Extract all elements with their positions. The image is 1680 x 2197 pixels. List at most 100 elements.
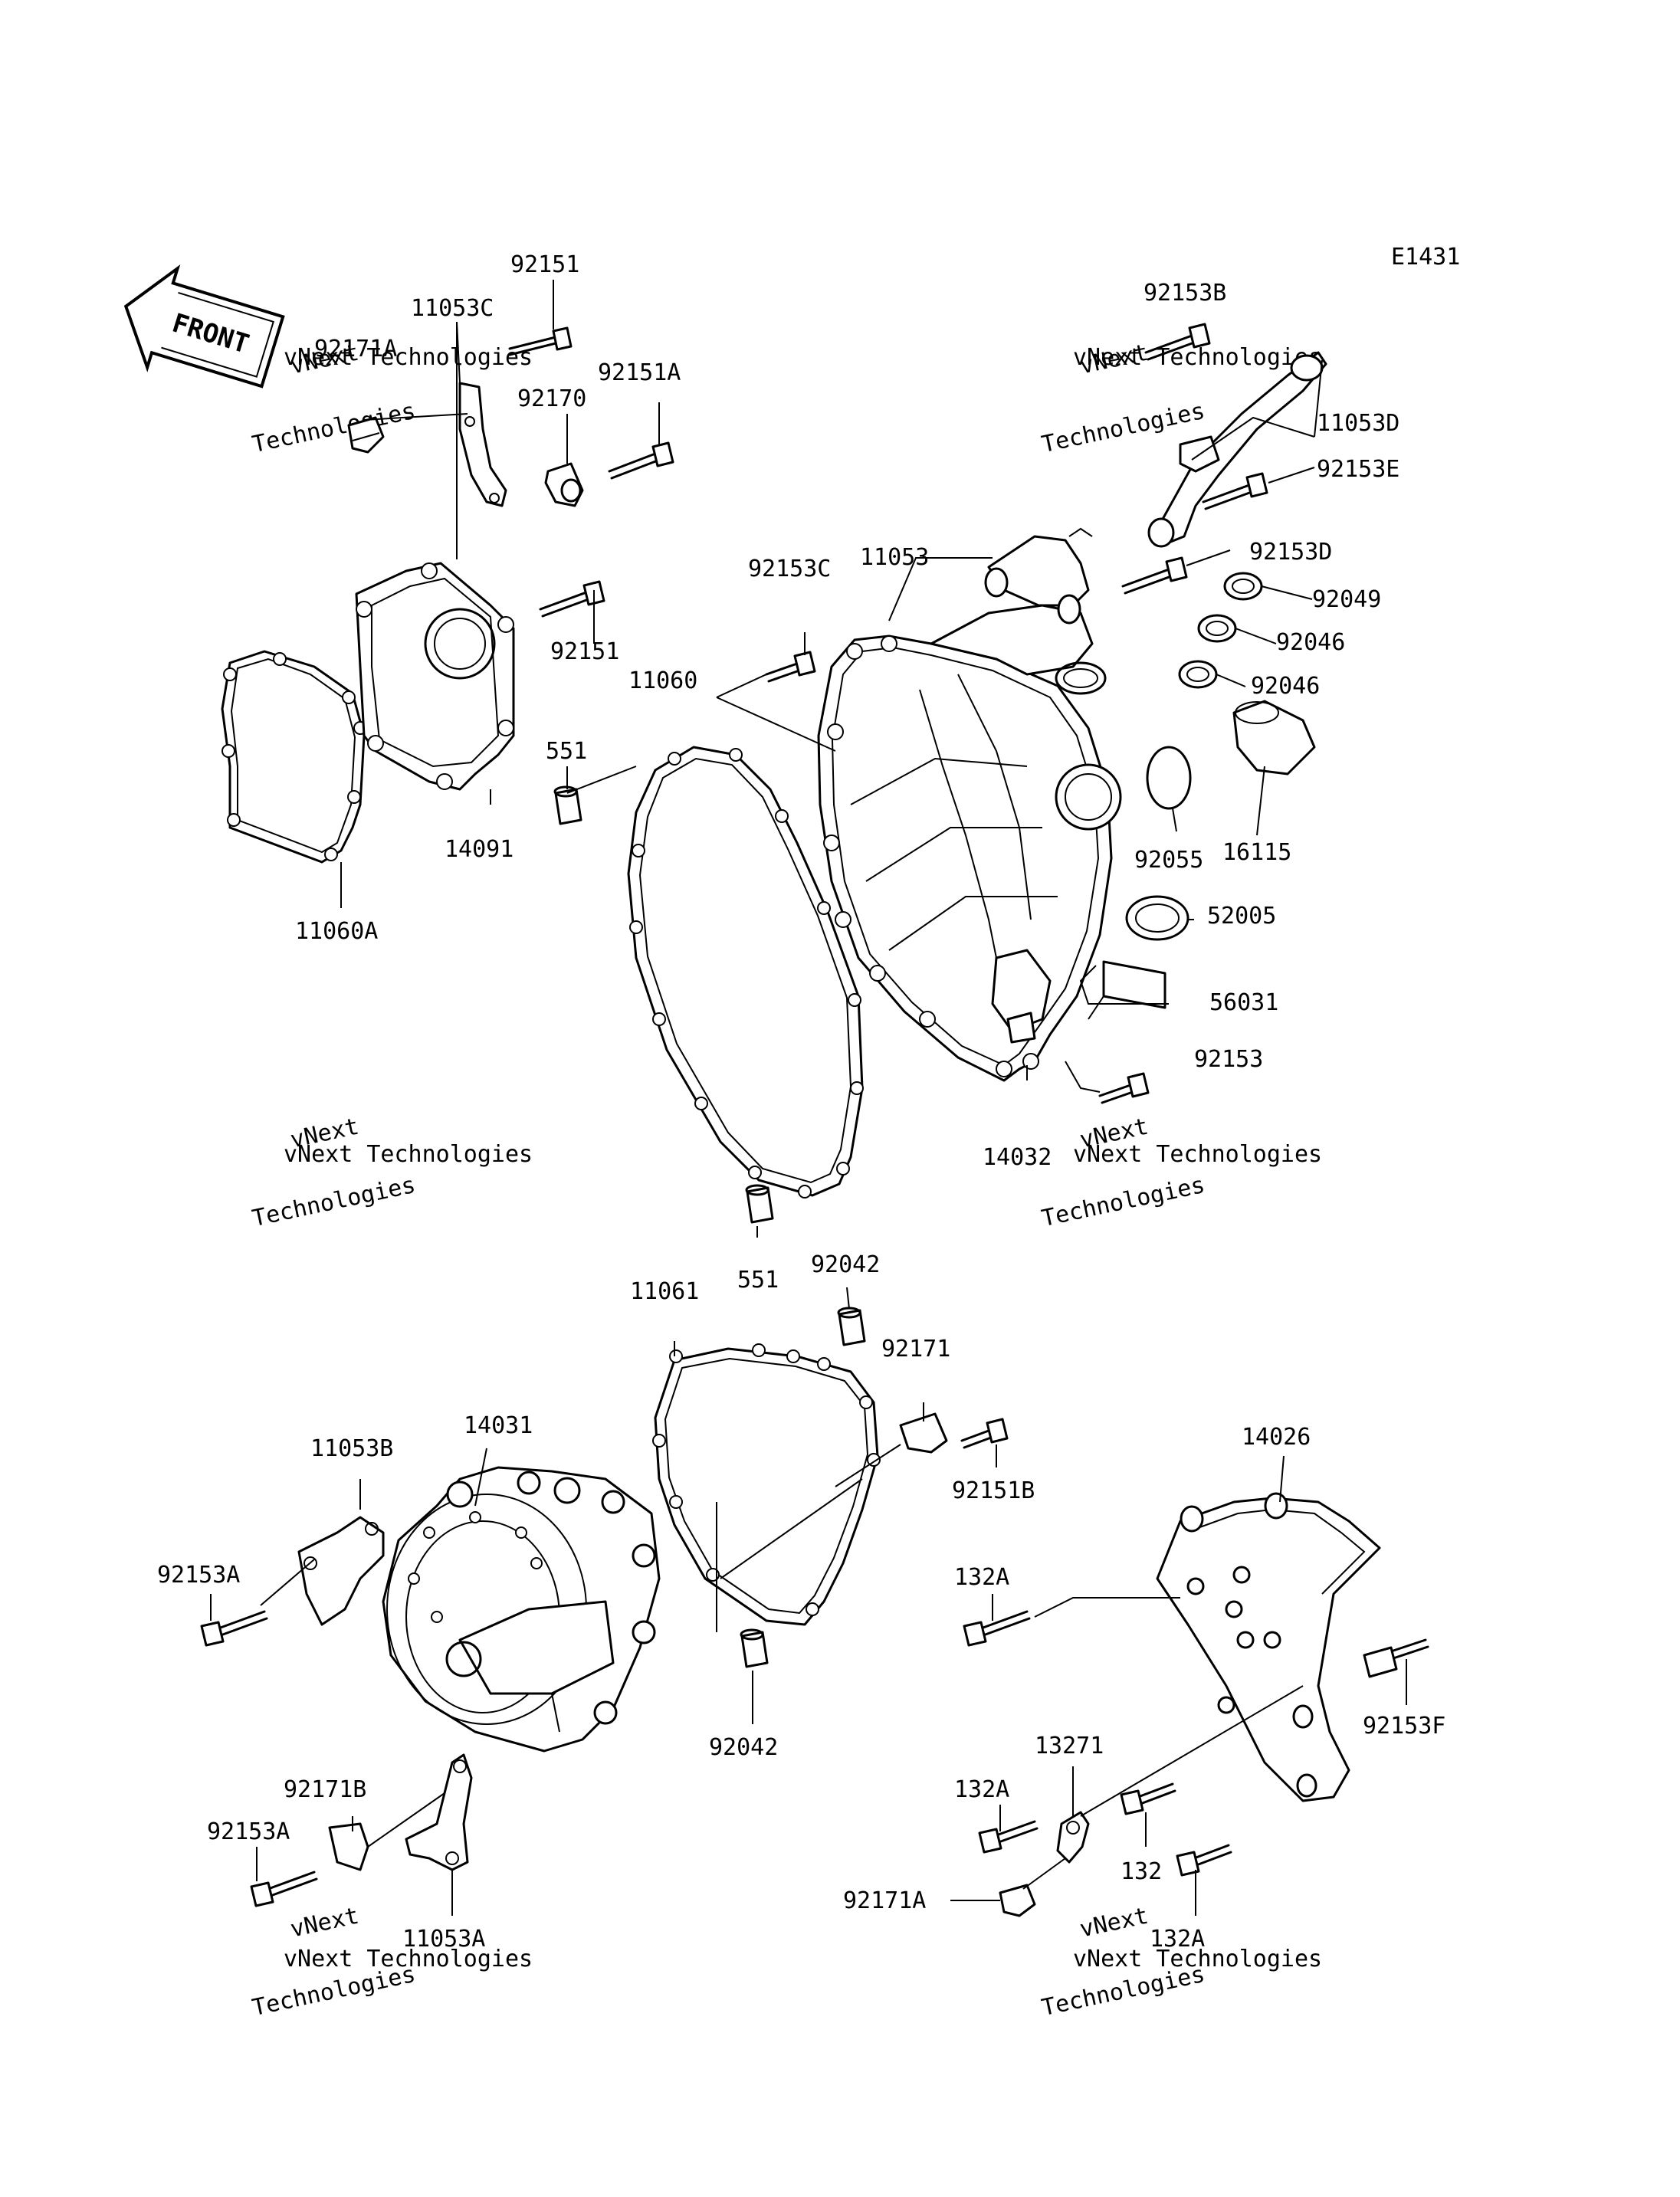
bolt-92153A-bottom (250, 1871, 318, 1907)
label-92151-top: 92151 (510, 251, 579, 278)
gasket-11060A (221, 650, 366, 864)
label-92153E: 92153E (1317, 456, 1399, 483)
figure-code: E1431 (1391, 244, 1460, 271)
svg-text:Technologies: Technologies (1039, 1172, 1207, 1232)
label-92170: 92170 (517, 385, 586, 412)
bolt-92151B (960, 1418, 1009, 1449)
label-92042-bottom: 92042 (709, 1734, 778, 1761)
bolt-92153 (1098, 1072, 1150, 1104)
label-132: 132 (1121, 1858, 1162, 1885)
label-92153C: 92153C (748, 556, 831, 582)
clutch-cover-14032 (817, 635, 1113, 1082)
label-92171A-top: 92171A (314, 336, 397, 362)
bracket-11053B (297, 1516, 385, 1626)
bolt-92153B (1144, 323, 1211, 361)
bolt-92151A (608, 441, 674, 480)
label-11060A: 11060A (295, 918, 378, 945)
front-arrow-icon: FRONT (123, 264, 285, 389)
label-11061: 11061 (630, 1278, 699, 1305)
cover-14091 (355, 562, 515, 791)
watermark-small-bottom-left: vNext Technologies (284, 1946, 533, 1972)
seal-92049 (1223, 572, 1263, 601)
dowel-551-bottom (745, 1184, 774, 1224)
label-92046-b: 92046 (1251, 673, 1320, 700)
svg-text:Technologies: Technologies (250, 1172, 418, 1232)
clip-92171 (899, 1412, 948, 1454)
label-551-bottom: 551 (737, 1267, 779, 1294)
label-13271: 13271 (1035, 1733, 1104, 1759)
label-11053: 11053 (860, 544, 929, 571)
watermark-small-mid-left: vNext Technologies (284, 1141, 533, 1168)
cap-16115 (1232, 700, 1316, 776)
cap-52005 (1125, 895, 1189, 941)
label-92153B: 92153B (1144, 280, 1226, 307)
plate-13271 (1056, 1811, 1090, 1864)
dowel-551-top (553, 785, 582, 825)
bolt-92153D (1121, 556, 1188, 595)
collar-92153F (1363, 1638, 1429, 1678)
bearing-92046-b (1178, 660, 1218, 689)
watermark-small-mid-right: vNext Technologies (1073, 1141, 1322, 1168)
label-92171A-bottom: 92171A (843, 1887, 926, 1914)
label-56031: 56031 (1209, 989, 1278, 1016)
label-16115: 16115 (1222, 839, 1291, 866)
clip-92171A-bottom (999, 1884, 1036, 1917)
label-92153D: 92153D (1249, 539, 1332, 566)
watermark-small-top-right: vNext Technologies (1073, 344, 1322, 371)
label-92151B: 92151B (952, 1477, 1035, 1504)
label-11053D: 11053D (1317, 410, 1399, 437)
label-14026: 14026 (1242, 1424, 1311, 1451)
bracket-11053C (458, 382, 507, 507)
clip-92171A-top (347, 416, 385, 454)
watermark-mid-left: vNext Technologies (250, 1113, 418, 1233)
clip-92171B (328, 1822, 369, 1871)
bolt-92153A-top (200, 1610, 268, 1647)
label-92171B: 92171B (284, 1776, 366, 1803)
label-11053B: 11053B (310, 1435, 393, 1462)
watermark-mid-right: vNext Technologies (1039, 1113, 1207, 1233)
label-92153F: 92153F (1363, 1713, 1445, 1740)
oring-92055 (1146, 746, 1192, 810)
bracket-11053A (405, 1753, 473, 1871)
leader-lines (210, 280, 1407, 1916)
bolt-132A-mid (978, 1820, 1039, 1854)
guard-14026 (1156, 1497, 1381, 1802)
bracket-11053D (1156, 351, 1327, 546)
label-92042-top: 92042 (811, 1251, 880, 1278)
label-92046-a: 92046 (1276, 629, 1345, 656)
label-14031: 14031 (464, 1412, 533, 1439)
label-92055: 92055 (1134, 847, 1203, 874)
label-92151-mid: 92151 (550, 638, 619, 665)
bolt-132A-top (963, 1610, 1031, 1647)
bolt-132A-bottom (1176, 1844, 1232, 1877)
dowel-92042-top (837, 1307, 866, 1346)
dowel-92042-bottom (740, 1628, 769, 1668)
label-132A-bottom: 132A (1150, 1926, 1205, 1953)
bolt-92153E (1202, 472, 1268, 510)
bolt-92153C (765, 651, 816, 683)
svg-text:Technologies: Technologies (250, 398, 418, 458)
label-92153: 92153 (1194, 1046, 1263, 1073)
label-14032: 14032 (983, 1144, 1052, 1171)
label-92171: 92171 (881, 1336, 950, 1362)
label-14091: 14091 (445, 836, 514, 863)
label-92153A-bottom: 92153A (207, 1818, 290, 1845)
label-11053A: 11053A (402, 1926, 485, 1953)
label-56031 (1102, 960, 1166, 1009)
svg-text:vNext: vNext (288, 1903, 362, 1943)
label-551-top: 551 (546, 738, 587, 765)
label-92153A-top: 92153A (157, 1562, 240, 1589)
label-132A-top: 132A (954, 1564, 1009, 1591)
label-132A-mid: 132A (954, 1776, 1009, 1803)
bearing-92046-a (1197, 614, 1237, 643)
watermark-small-top-left: vNext Technologies (284, 344, 533, 371)
watermark-small-bottom-right: vNext Technologies (1073, 1946, 1322, 1972)
bracket-11053 (987, 535, 1090, 607)
label-52005: 52005 (1207, 903, 1276, 930)
svg-text:vNext: vNext (1078, 1903, 1151, 1943)
label-92151A: 92151A (598, 359, 681, 386)
label-11053C: 11053C (411, 295, 494, 322)
gasket-11061 (654, 1347, 879, 1626)
label-92049: 92049 (1312, 586, 1381, 613)
